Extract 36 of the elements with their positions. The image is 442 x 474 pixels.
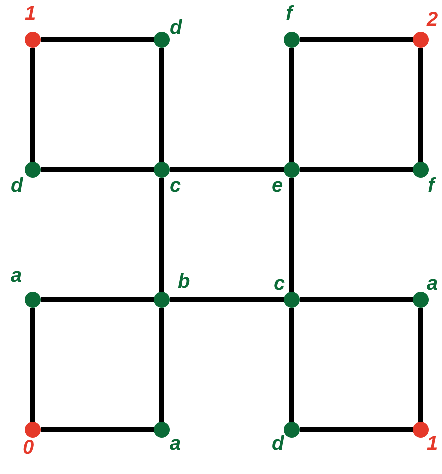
edge-line bbox=[290, 308, 294, 422]
edge-line bbox=[290, 178, 294, 292]
vertex-label: d bbox=[272, 434, 284, 454]
vertex-label: 1 bbox=[427, 434, 438, 454]
vertex-label: d bbox=[11, 176, 24, 196]
edge-line bbox=[170, 298, 284, 302]
vertex-label: b bbox=[178, 272, 190, 292]
edge-line bbox=[300, 298, 413, 302]
edge-line bbox=[41, 168, 154, 172]
vertex-label: c bbox=[274, 274, 286, 294]
vertex-label: d bbox=[170, 18, 182, 38]
edge-line bbox=[418, 308, 424, 422]
vertex-label: a bbox=[11, 266, 22, 286]
vertex-label: f bbox=[428, 176, 435, 196]
vertex-label: a bbox=[170, 434, 182, 454]
vertex-label: a bbox=[427, 274, 438, 294]
vertex-label: 1 bbox=[25, 4, 36, 24]
edge-line bbox=[30, 48, 36, 162]
vertex-label: f bbox=[286, 4, 293, 24]
vertex-label: 2 bbox=[427, 10, 438, 30]
edge-line bbox=[300, 168, 413, 172]
edge-line bbox=[418, 48, 424, 162]
vertex-label: e bbox=[272, 176, 284, 196]
edge-line bbox=[41, 428, 154, 432]
vertex-label: c bbox=[170, 176, 182, 196]
edge-line bbox=[290, 48, 294, 162]
edge-line bbox=[30, 308, 36, 422]
edge-line bbox=[160, 308, 164, 422]
vertex-label: 0 bbox=[23, 438, 34, 458]
edge-line bbox=[160, 178, 164, 292]
edge-line bbox=[41, 298, 154, 302]
edge-line bbox=[300, 428, 413, 432]
edge-line bbox=[41, 38, 154, 42]
edge-line bbox=[300, 38, 413, 42]
edge-line bbox=[170, 168, 284, 172]
edge-line bbox=[160, 48, 164, 162]
